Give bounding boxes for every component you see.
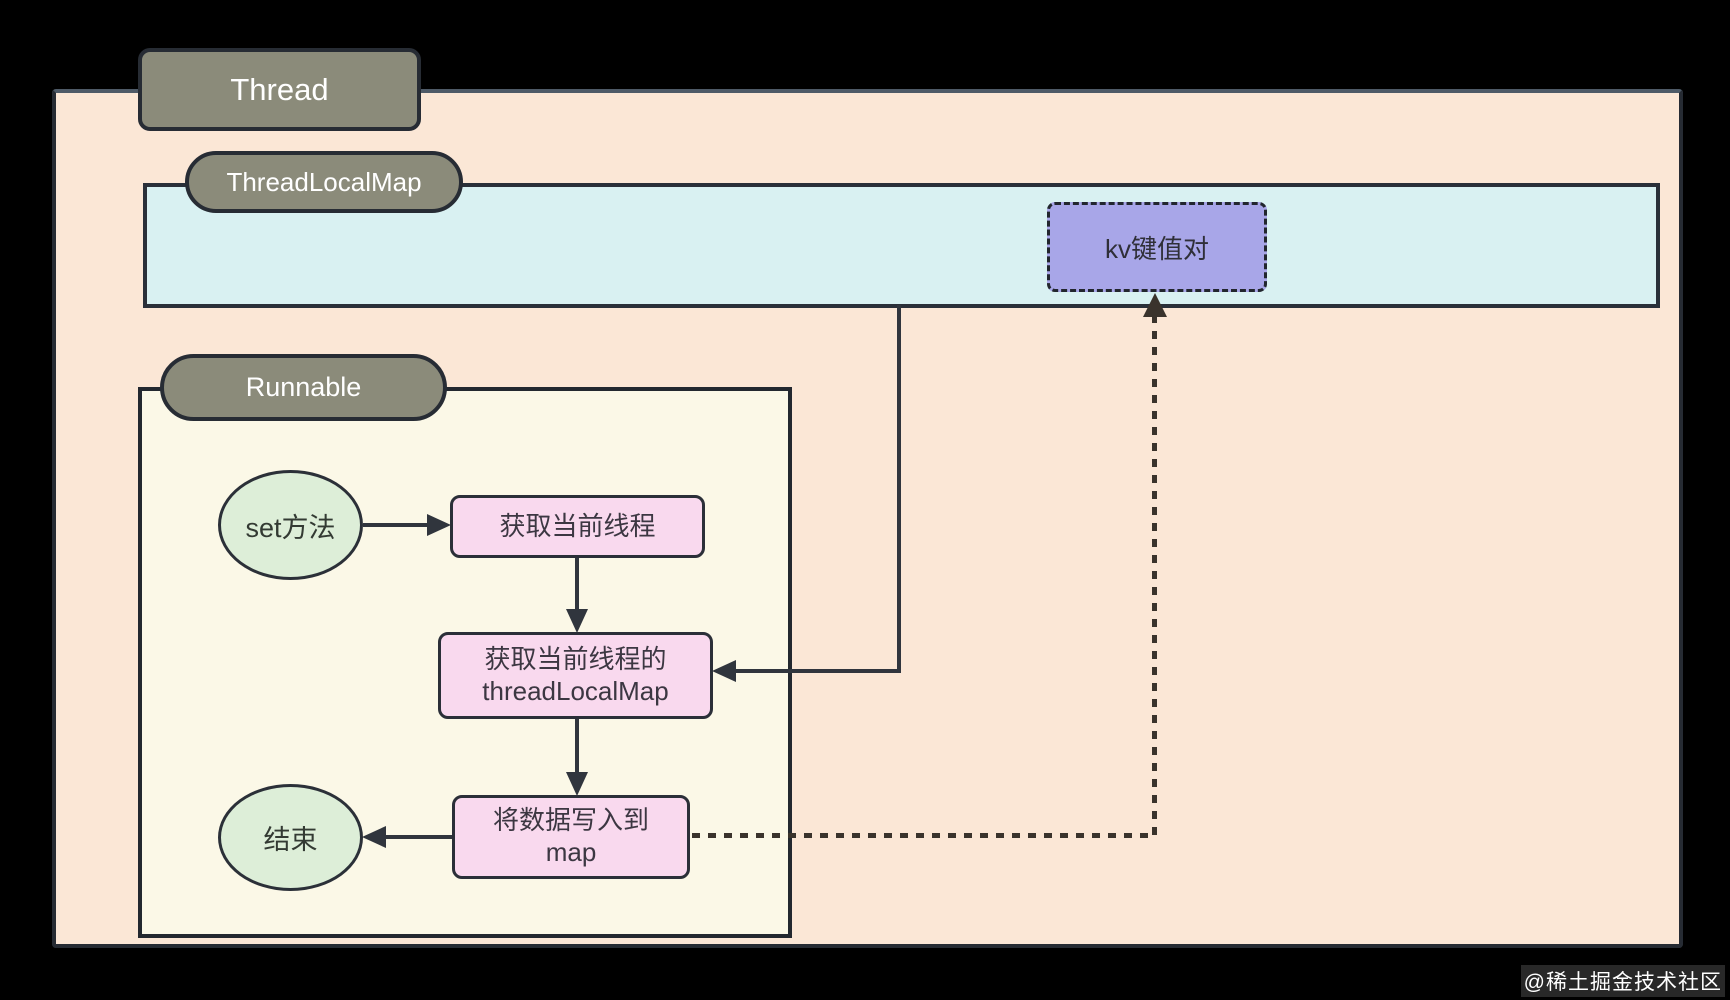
thread-label-text: Thread <box>230 71 329 107</box>
runnable-label: Runnable <box>160 354 447 421</box>
get-threadlocalmap-node: 获取当前线程的 threadLocalMap <box>438 632 713 719</box>
connector-bar-to-gettlm-vertical <box>897 305 901 673</box>
arrow-gettlm-to-writemap-line <box>575 719 579 774</box>
dotted-arrow-writemap-to-kv-head <box>1143 293 1167 317</box>
get-current-thread-node-text: 获取当前线程 <box>499 510 656 541</box>
arrow-getthread-to-gettlm-line <box>575 558 579 611</box>
set-method-node: set方法 <box>218 470 363 580</box>
arrow-set-to-getthread-head <box>427 514 451 536</box>
runnable-label-text: Runnable <box>245 372 362 402</box>
end-node: 结束 <box>218 784 363 891</box>
arrow-writemap-to-end-line <box>384 835 452 839</box>
connector-bar-to-gettlm-head <box>712 660 736 682</box>
set-method-node-text: set方法 <box>245 512 336 543</box>
threadlocalmap-label: ThreadLocalMap <box>185 151 463 213</box>
dotted-arrow-writemap-to-kv-vertical <box>1152 315 1157 837</box>
threadlocalmap-label-text: ThreadLocalMap <box>226 166 422 197</box>
kv-pair-node: kv键值对 <box>1047 202 1267 292</box>
arrow-gettlm-to-writemap-head <box>566 772 588 796</box>
dotted-arrow-writemap-to-kv-horizontal <box>692 833 1155 838</box>
connector-bar-to-gettlm-horizontal <box>735 669 899 673</box>
watermark: @稀土掘金技术社区 <box>1520 965 1725 997</box>
get-current-thread-node: 获取当前线程 <box>450 495 705 558</box>
write-to-map-node: 将数据写入到 map <box>452 795 690 879</box>
end-node-text: 结束 <box>263 825 318 855</box>
thread-label: Thread <box>138 48 421 131</box>
arrow-writemap-to-end-head <box>362 826 386 848</box>
kv-pair-node-text: kv键值对 <box>1104 233 1209 264</box>
get-threadlocalmap-node-text: 获取当前线程的 threadLocalMap <box>482 643 669 706</box>
arrow-set-to-getthread-line <box>363 523 429 527</box>
write-to-map-node-text: 将数据写入到 map <box>492 805 649 867</box>
arrow-getthread-to-gettlm-head <box>566 609 588 633</box>
